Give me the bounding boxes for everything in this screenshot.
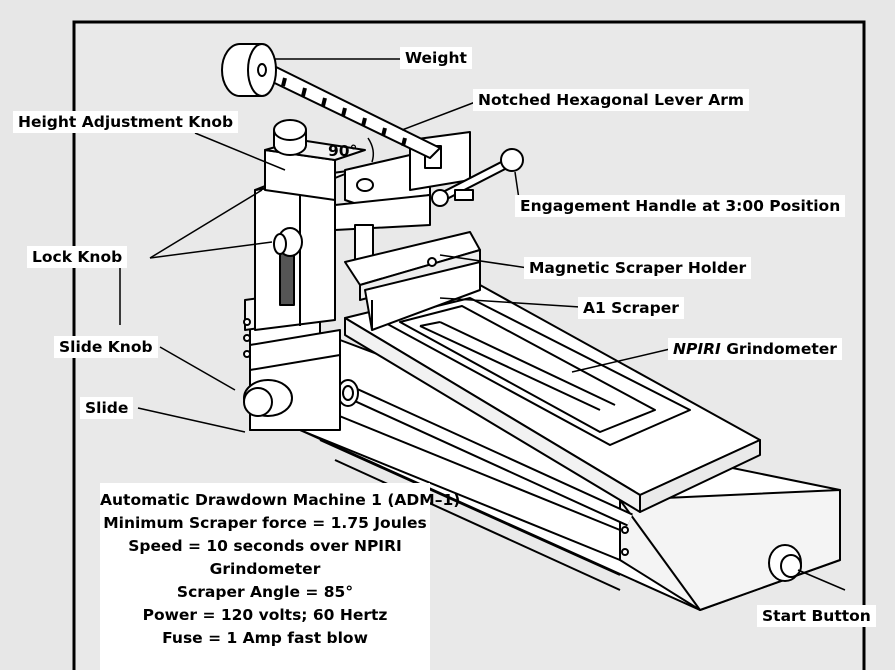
label-grindometer-brand: NPIRI bbox=[673, 340, 721, 358]
label-grindometer-word: Grindometer bbox=[720, 340, 837, 358]
label-a1-scraper: A1 Scraper bbox=[578, 297, 684, 319]
height-adjustment-block bbox=[264, 119, 366, 201]
spec-line: Speed = 10 seconds over NPIRI bbox=[128, 537, 402, 555]
label-engagement-handle: Engagement Handle at 3:00 Position bbox=[515, 195, 846, 217]
slide-knob bbox=[243, 379, 293, 417]
label-lock-knob: Lock Knob bbox=[27, 246, 128, 268]
leader-lines bbox=[119, 58, 846, 591]
start-button bbox=[768, 544, 802, 582]
label-npiri-grindometer: NPIRI Grindometer bbox=[668, 338, 842, 360]
spec-line: Power = 120 volts; 60 Hertz bbox=[142, 606, 388, 624]
label-weight: Weight bbox=[400, 47, 472, 69]
label-notched-lever-arm: Notched Hexagonal Lever Arm bbox=[473, 89, 749, 111]
spec-line: Scraper Angle = 85° bbox=[176, 583, 354, 601]
guide-rod bbox=[337, 379, 633, 527]
lock-knob bbox=[273, 227, 303, 306]
specifications-box: Automatic Drawdown Machine 1 (ADM–1) Min… bbox=[100, 483, 461, 670]
spec-line: Minimum Scraper force = 1.75 Joules bbox=[103, 514, 427, 532]
label-height-adjustment-knob: Height Adjustment Knob bbox=[13, 111, 239, 133]
spec-line: Grindometer bbox=[209, 560, 321, 578]
engagement-handle bbox=[431, 148, 524, 207]
spec-line: Fuse = 1 Amp fast blow bbox=[162, 629, 368, 647]
label-start-button: Start Button bbox=[757, 605, 876, 627]
label-magnetic-scraper-holder: Magnetic Scraper Holder bbox=[524, 257, 752, 279]
label-slide-knob: Slide Knob bbox=[54, 336, 158, 358]
label-slide: Slide bbox=[80, 397, 134, 419]
angle-arc bbox=[367, 137, 375, 163]
grindometer-block bbox=[344, 284, 761, 513]
spec-line: Automatic Drawdown Machine 1 (ADM–1) bbox=[100, 491, 461, 509]
label-angle: 90° bbox=[328, 142, 358, 160]
weight bbox=[221, 43, 277, 97]
a1-scraper bbox=[364, 261, 481, 331]
